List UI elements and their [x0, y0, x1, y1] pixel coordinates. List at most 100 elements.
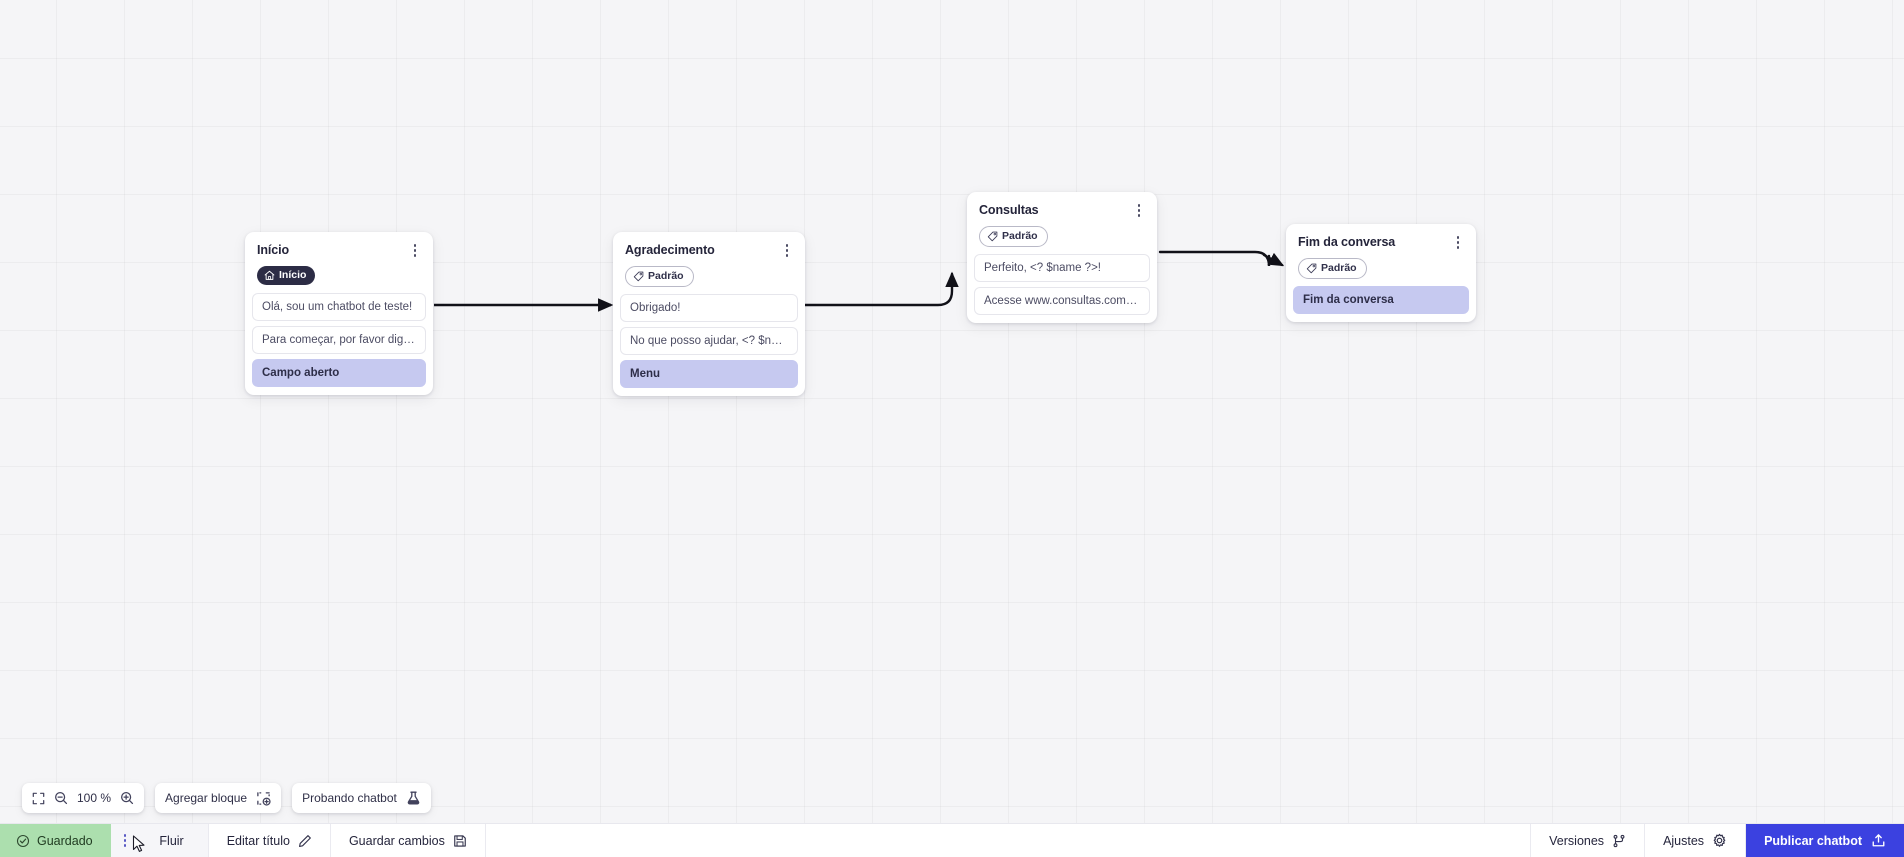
kebab-dot — [123, 844, 127, 848]
node-badge-label: Padrão — [648, 270, 684, 283]
add-block-label: Agregar bloque — [165, 791, 248, 805]
branch-icon — [1613, 834, 1625, 847]
zoom-controls: 100 % — [22, 783, 145, 813]
add-block-icon — [257, 791, 271, 806]
zoom-in-button[interactable] — [120, 791, 134, 805]
node-row-message[interactable]: Acesse www.consultas.com par... — [974, 287, 1150, 315]
node-row-message[interactable]: Olá, sou um chatbot de teste! — [252, 293, 426, 321]
home-icon — [264, 270, 275, 280]
gear-icon — [1713, 833, 1726, 847]
node-rows: Obrigado! No que posso ajudar, <? $name … — [620, 294, 798, 388]
kebab-dot — [413, 249, 417, 252]
zoom-level-label: 100 % — [77, 791, 112, 805]
edge-consultas-to-fim — [1158, 250, 1271, 267]
upload-icon — [1872, 834, 1885, 847]
node-menu-button[interactable] — [1132, 202, 1146, 219]
node-header: Consultas — [974, 199, 1150, 219]
kebab-dot — [785, 244, 789, 247]
edit-title-button[interactable]: Editar título — [209, 824, 331, 857]
node-title: Agradecimento — [625, 243, 715, 257]
node-row-message[interactable]: Para começar, por favor digite o ... — [252, 326, 426, 354]
zoom-in-icon — [121, 792, 134, 805]
kebab-dot — [785, 249, 789, 252]
pencil-icon — [298, 834, 311, 847]
kebab-dot — [1456, 241, 1460, 244]
fit-screen-button[interactable] — [32, 792, 45, 805]
node-badge-default[interactable]: Padrão — [1298, 258, 1367, 279]
flask-icon — [407, 791, 420, 805]
save-changes-label: Guardar cambios — [348, 833, 445, 848]
status-bar-left: Guardado Fluir Editar título Guardar cam… — [0, 824, 486, 857]
node-row-message[interactable]: Obrigado! — [620, 294, 798, 322]
zoom-out-icon — [55, 792, 68, 805]
flow-node-consultas[interactable]: Consultas Padrão Perfeito, <? $name ? — [967, 192, 1157, 323]
node-title: Início — [257, 243, 290, 257]
floppy-icon — [454, 834, 466, 847]
node-rows: Fim da conversa — [1293, 286, 1469, 314]
node-badge-start[interactable]: Início — [257, 266, 316, 285]
node-badge-row: Início — [252, 259, 426, 286]
flask-icon-wrap[interactable] — [406, 790, 421, 806]
connector-layer — [434, 250, 1285, 312]
saved-status-label: Guardado — [37, 833, 93, 848]
fit-screen-icon — [32, 792, 45, 804]
flow-node-agradecimento[interactable]: Agradecimento Padrão Obrigado! — [613, 232, 805, 396]
tab-fluir[interactable]: Fluir — [139, 824, 209, 857]
settings-label: Ajustes — [1663, 833, 1705, 848]
kebab-dot — [123, 833, 127, 837]
test-chatbot-label: Probando chatbot — [302, 791, 397, 805]
tab-fluir-label: Fluir — [159, 833, 184, 848]
zoom-out-button[interactable] — [54, 791, 68, 805]
node-header: Início — [252, 239, 426, 259]
status-bar: Guardado Fluir Editar título Guardar cam… — [0, 823, 1904, 857]
node-row-action[interactable]: Fim da conversa — [1293, 286, 1469, 314]
publish-chatbot-label: Publicar chatbot — [1764, 833, 1862, 848]
kebab-dot — [1137, 214, 1141, 217]
node-row-message[interactable]: No que posso ajudar, <? $name ... — [620, 327, 798, 355]
edge-consultas-to-fim-tail — [1262, 252, 1285, 267]
node-badge-row: Padrão — [620, 259, 798, 287]
test-chatbot-button[interactable]: Probando chatbot — [292, 783, 431, 813]
save-changes-button[interactable]: Guardar cambios — [331, 824, 486, 857]
node-row-action[interactable]: Menu — [620, 360, 798, 388]
node-badge-label: Padrão — [1321, 262, 1357, 275]
kebab-dot — [1137, 209, 1141, 212]
add-block-icon-wrap[interactable] — [256, 791, 271, 806]
versions-label: Versiones — [1549, 833, 1605, 848]
node-header: Fim da conversa — [1293, 231, 1469, 251]
node-menu-button[interactable] — [408, 242, 422, 259]
node-badge-default[interactable]: Padrão — [625, 266, 694, 287]
flow-node-fim-da-conversa[interactable]: Fim da conversa Padrão Fim da convers — [1286, 224, 1476, 322]
status-menu-button[interactable] — [110, 824, 140, 857]
node-row-message[interactable]: Perfeito, <? $name ?>! — [974, 254, 1150, 282]
settings-button[interactable]: Ajustes — [1645, 824, 1747, 857]
add-block-button[interactable]: Agregar bloque — [155, 783, 282, 813]
edit-title-label: Editar título — [226, 833, 290, 848]
node-badge-row: Padrão — [974, 219, 1150, 247]
node-menu-button[interactable] — [1451, 234, 1465, 251]
kebab-dot — [785, 254, 789, 257]
node-menu-button[interactable] — [780, 242, 794, 259]
tag-icon — [633, 271, 644, 282]
edge-agradecimento-to-consultas — [803, 271, 959, 307]
node-header: Agradecimento — [620, 239, 798, 259]
publish-chatbot-button[interactable]: Publicar chatbot — [1746, 824, 1904, 857]
check-circle-icon — [16, 834, 30, 847]
kebab-dot — [1456, 246, 1460, 249]
node-badge-default[interactable]: Padrão — [979, 226, 1048, 247]
node-rows: Perfeito, <? $name ?>! Acesse www.consul… — [974, 254, 1150, 315]
kebab-dot — [1456, 236, 1460, 239]
versions-button[interactable]: Versiones — [1530, 824, 1646, 857]
node-row-action[interactable]: Campo aberto — [252, 359, 426, 387]
node-title: Fim da conversa — [1298, 235, 1396, 249]
flow-node-inicio[interactable]: Início Início Olá, sou um chatbot de — [245, 232, 433, 395]
canvas-toolbar: 100 % Agregar bloque Probando chatbot — [22, 783, 431, 813]
kebab-dot — [1137, 204, 1141, 207]
node-badge-row: Padrão — [1293, 251, 1469, 279]
tag-icon — [987, 231, 998, 242]
saved-status-badge: Guardado — [0, 824, 111, 857]
tag-icon — [1306, 263, 1317, 274]
flow-canvas[interactable]: Início Início Olá, sou um chatbot de — [0, 0, 1904, 823]
kebab-dot — [413, 254, 417, 257]
